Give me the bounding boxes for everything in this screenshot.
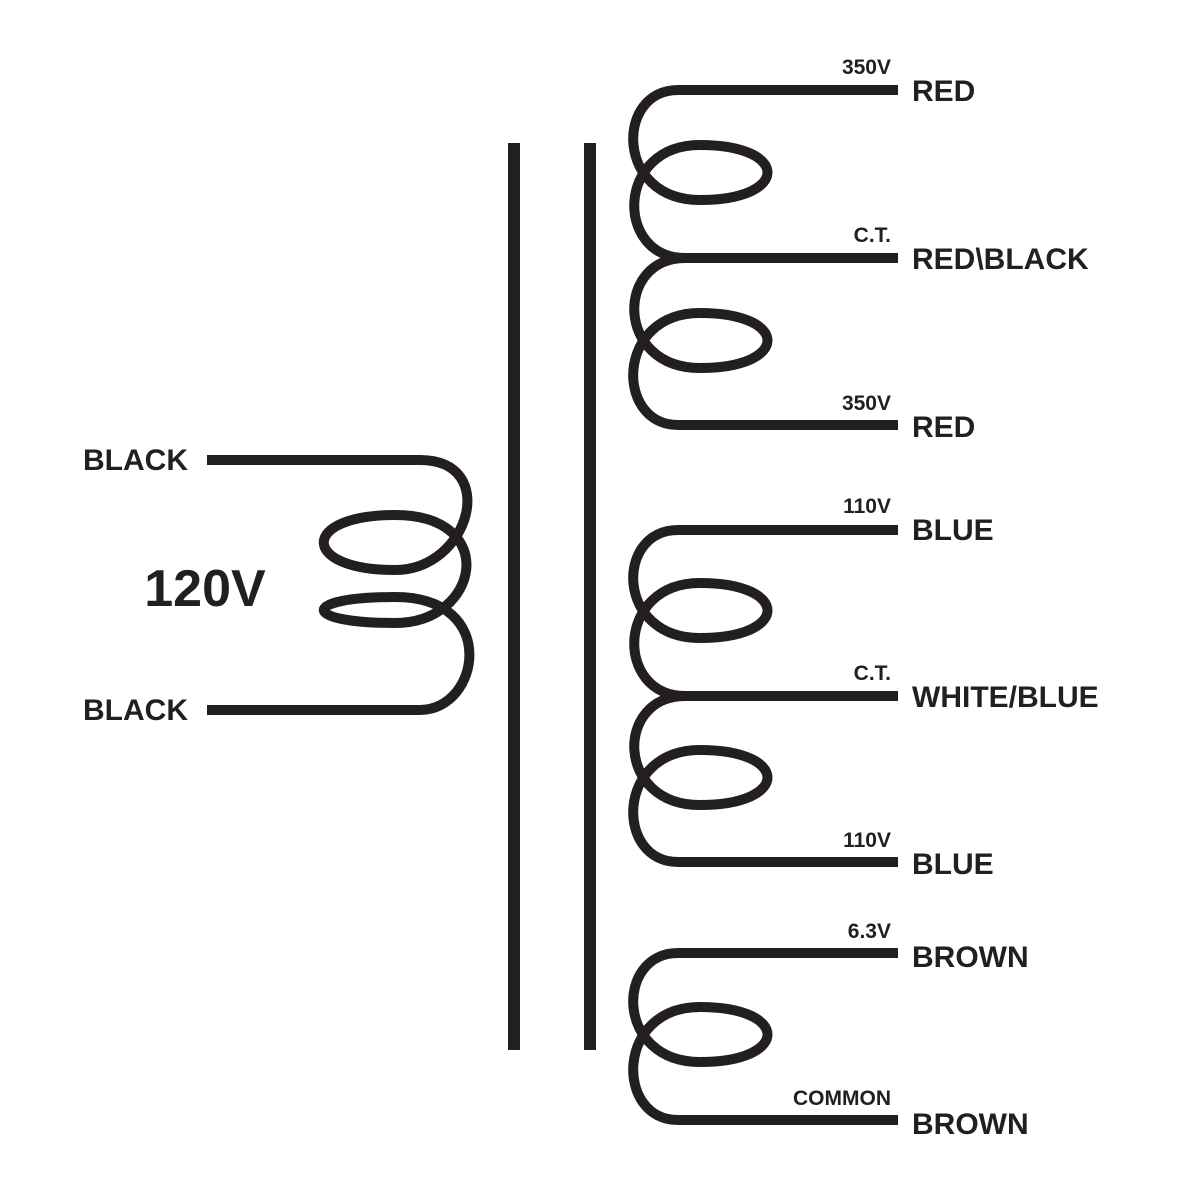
heater-top-lead-label: BROWN <box>912 941 1029 974</box>
secondary-mv-winding: 110V BLUE C.T. WHITE/BLUE 110V BLUE <box>628 495 1099 881</box>
hv-top-value: 350V <box>842 56 891 79</box>
transformer-core <box>508 143 596 1050</box>
primary-voltage-label: 120V <box>144 560 266 618</box>
mv-top-value: 110V <box>843 495 891 518</box>
hv-tap-value: C.T. <box>854 224 891 247</box>
hv-tap-lead-label: RED\BLACK <box>912 243 1089 276</box>
mv-coil-lower <box>628 691 898 867</box>
heater-top-value: 6.3V <box>848 920 891 943</box>
hv-bottom-lead-label: RED <box>912 411 975 444</box>
primary-coil-wire <box>207 455 475 715</box>
primary-bottom-lead-label: BLACK <box>83 694 188 727</box>
heater-bottom-lead-label: BROWN <box>912 1108 1029 1141</box>
mv-bottom-lead-label: BLUE <box>912 848 994 881</box>
hv-coil-upper <box>628 85 898 263</box>
mv-tap-lead-label: WHITE/BLUE <box>912 681 1099 714</box>
mv-coil-upper <box>628 525 898 701</box>
secondary-heater-winding: 6.3V BROWN COMMON BROWN <box>628 920 1029 1141</box>
hv-coil-lower <box>628 253 898 430</box>
secondary-hv-winding: 350V RED C.T. RED\BLACK 350V RED <box>628 56 1089 444</box>
primary-top-lead-label: BLACK <box>83 444 188 477</box>
mv-top-lead-label: BLUE <box>912 514 994 547</box>
heater-coil <box>628 948 898 1125</box>
hv-top-lead-label: RED <box>912 75 975 108</box>
mv-tap-value: C.T. <box>854 662 891 685</box>
hv-bottom-value: 350V <box>842 392 891 415</box>
mv-bottom-value: 110V <box>843 829 891 852</box>
heater-bottom-value: COMMON <box>793 1087 891 1110</box>
primary-winding: BLACK BLACK 120V <box>83 444 475 727</box>
